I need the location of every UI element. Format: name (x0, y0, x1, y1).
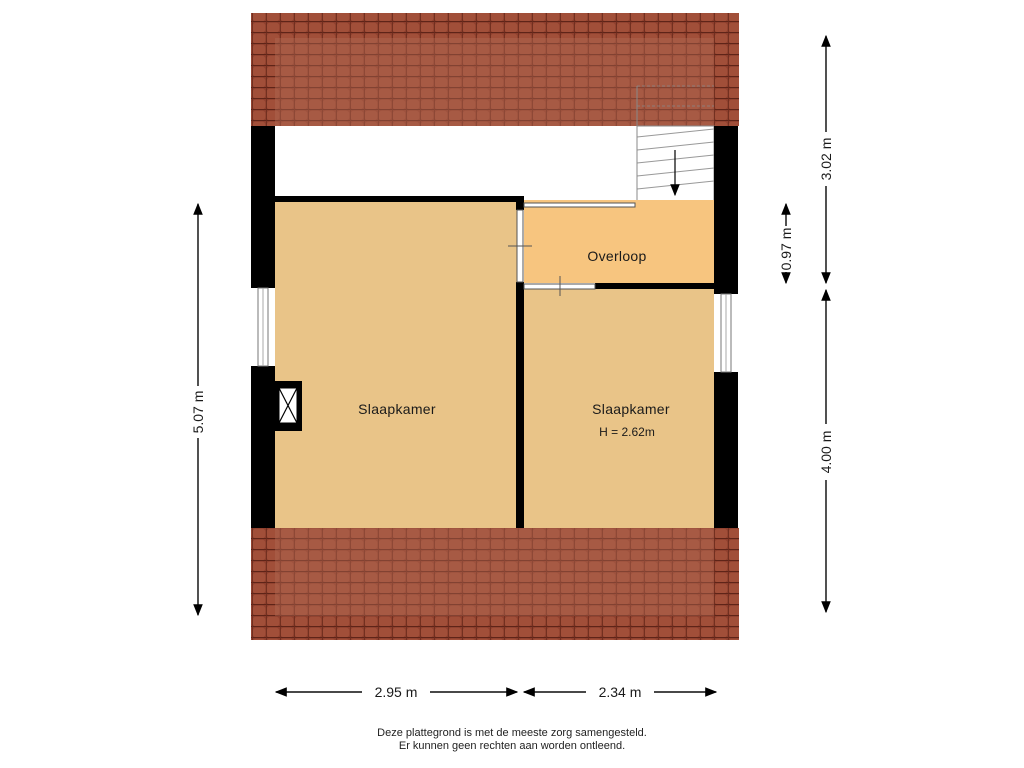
windows (257, 287, 732, 373)
bedroom-right-floor (524, 289, 714, 528)
dimension-bottom-left: 2.95 m (375, 684, 418, 700)
doors (508, 202, 636, 296)
landing-label: Overloop (587, 248, 646, 264)
disclaimer-line-1: Deze plattegrond is met de meeste zorg s… (377, 727, 647, 739)
bedroom-right-height: H = 2.62m (599, 425, 655, 439)
dimension-left-height: 5.07 m (190, 391, 206, 434)
bedroom-left-label: Slaapkamer (358, 401, 436, 417)
disclaimer-line-2: Er kunnen geen rechten aan worden ontlee… (398, 740, 626, 752)
staircase (636, 85, 715, 203)
chimney-icon (275, 381, 302, 431)
landing-floor (524, 200, 714, 283)
roof-top (251, 13, 739, 126)
attic-space (275, 126, 637, 196)
dimension-right-bottom: 4.00 m (818, 431, 834, 474)
dimension-bottom-right: 2.34 m (599, 684, 642, 700)
disclaimer: Deze plattegrond is met de meeste zorg s… (0, 727, 1024, 753)
dimension-landing-depth: 0.97 m (778, 228, 794, 271)
walls (251, 126, 738, 528)
roof-bottom (251, 528, 739, 640)
dimension-right-top: 3.02 m (818, 138, 834, 181)
bedroom-right-label: Slaapkamer (592, 401, 670, 417)
bedroom-left-floor (275, 202, 518, 528)
